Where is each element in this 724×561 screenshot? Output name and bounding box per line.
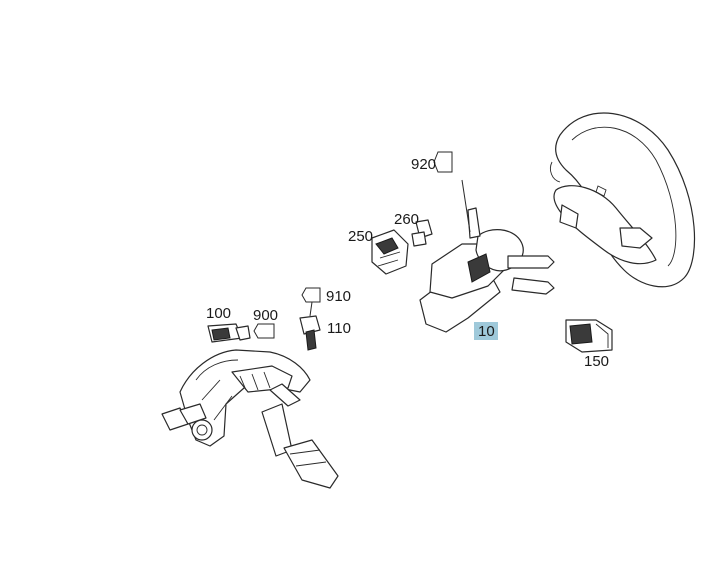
pedal-assembly — [161, 349, 339, 489]
callout-900: 900 — [253, 307, 278, 324]
callout-920: 920 — [411, 156, 436, 173]
steering-column — [419, 179, 555, 333]
callout-250: 250 — [348, 228, 373, 245]
part-260 — [411, 219, 433, 247]
callout-150: 150 — [584, 353, 609, 370]
part-150 — [565, 319, 613, 353]
callout-100: 100 — [206, 305, 231, 322]
callout-910: 910 — [326, 288, 351, 305]
callout-260: 260 — [394, 211, 419, 228]
part-100 — [207, 323, 251, 343]
callout-10-highlight — [474, 322, 498, 340]
callout-110: 110 — [327, 320, 351, 337]
steering-wheel — [549, 112, 696, 288]
part-920-tag — [433, 151, 453, 173]
callout-labels: 920 260 250 910 100 900 110 10 150 — [206, 156, 609, 370]
part-910-tag — [301, 287, 321, 303]
part-900-tag — [253, 323, 275, 339]
part-110 — [299, 301, 321, 351]
callout-10: 10 — [478, 323, 495, 340]
part-250 — [371, 229, 409, 275]
